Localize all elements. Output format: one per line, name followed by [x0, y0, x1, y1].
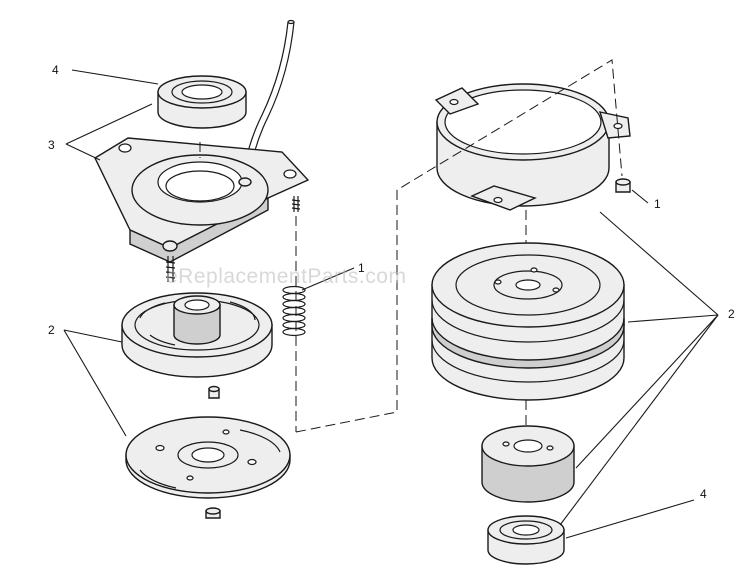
pulley-hub — [481, 425, 575, 503]
callout-3-left: 3 — [48, 138, 55, 152]
spring — [282, 285, 306, 337]
armature-rotor — [121, 292, 273, 378]
callout-1-nut: 1 — [654, 197, 661, 211]
brake-plate — [125, 416, 291, 499]
housing-bolt — [165, 256, 176, 282]
bottom-bearing — [487, 515, 565, 565]
callout-1-spring: 1 — [358, 261, 365, 275]
pulley — [431, 242, 625, 401]
callout-4-top-left: 4 — [52, 63, 59, 77]
bottom-nut — [205, 507, 221, 519]
watermark-text: eReplacementParts.com — [166, 265, 406, 288]
callout-4-bottom-right: 4 — [700, 487, 707, 501]
top-bearing — [157, 75, 247, 129]
brake-shroud — [434, 83, 631, 211]
field-coil-housing — [94, 137, 310, 263]
callout-2-right: 2 — [728, 307, 735, 321]
callout-2-left: 2 — [48, 323, 55, 337]
pin — [208, 385, 220, 399]
shroud-nut — [615, 178, 631, 193]
